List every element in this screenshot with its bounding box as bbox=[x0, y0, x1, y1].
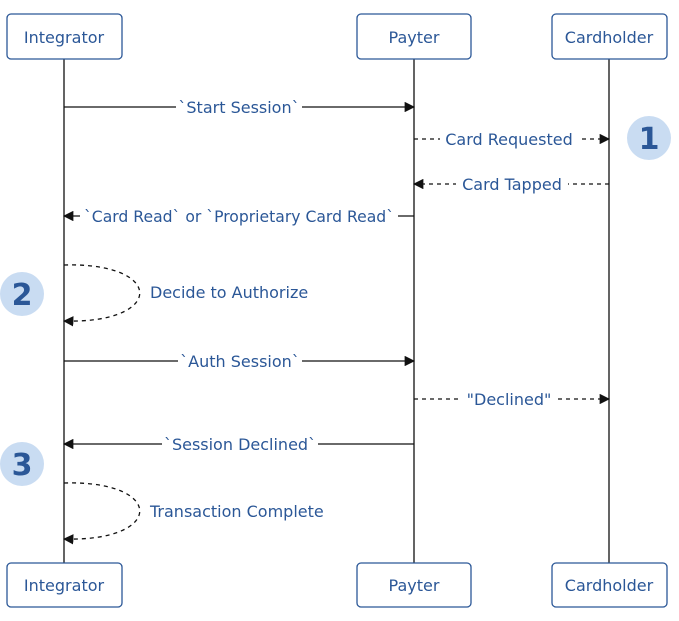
message-start-session-label: `Start Session` bbox=[178, 98, 299, 117]
message-session-declined: `Session Declined` bbox=[62, 433, 414, 455]
message-card-requested: Card Requested bbox=[414, 128, 611, 150]
message-auth-session-label: `Auth Session` bbox=[180, 352, 300, 371]
message-card-read-label: `Card Read` or `Proprietary Card Read` bbox=[84, 207, 394, 226]
message-start-session: `Start Session` bbox=[64, 96, 416, 118]
message-transaction-complete-label: Transaction Complete bbox=[149, 502, 324, 521]
actor-integrator-top-label: Integrator bbox=[24, 28, 105, 47]
step-badge-3: 3 bbox=[0, 442, 44, 486]
message-auth-session: `Auth Session` bbox=[64, 350, 416, 372]
actor-integrator-top: Integrator bbox=[6, 13, 123, 60]
actor-integrator-bottom-label: Integrator bbox=[24, 576, 105, 595]
actor-payter-bottom: Payter bbox=[356, 562, 472, 608]
message-transaction-complete: Transaction Complete bbox=[62, 482, 324, 545]
step-badge-3-label: 3 bbox=[12, 448, 33, 483]
actor-integrator-bottom: Integrator bbox=[6, 562, 123, 608]
message-decide-authorize: Decide to Authorize bbox=[62, 264, 308, 327]
step-badge-2: 2 bbox=[0, 272, 44, 316]
step-badge-1-label: 1 bbox=[639, 122, 660, 157]
message-session-declined-label: `Session Declined` bbox=[164, 435, 316, 454]
message-declined: "Declined" bbox=[414, 388, 611, 410]
actor-payter-bottom-label: Payter bbox=[389, 576, 440, 595]
actor-cardholder-bottom-label: Cardholder bbox=[565, 576, 654, 595]
actor-cardholder-top-label: Cardholder bbox=[565, 28, 654, 47]
message-card-tapped: Card Tapped bbox=[412, 173, 609, 195]
message-declined-label: "Declined" bbox=[467, 390, 552, 409]
message-card-tapped-label: Card Tapped bbox=[462, 175, 562, 194]
step-badge-2-label: 2 bbox=[12, 278, 33, 313]
step-badge-1: 1 bbox=[627, 116, 671, 160]
actor-cardholder-bottom: Cardholder bbox=[551, 562, 668, 608]
actor-payter-top-label: Payter bbox=[389, 28, 440, 47]
actor-payter-top: Payter bbox=[356, 13, 472, 60]
message-card-read: `Card Read` or `Proprietary Card Read` bbox=[62, 205, 414, 227]
actor-cardholder-top: Cardholder bbox=[551, 13, 668, 60]
message-decide-authorize-label: Decide to Authorize bbox=[150, 283, 308, 302]
message-card-requested-label: Card Requested bbox=[445, 130, 573, 149]
